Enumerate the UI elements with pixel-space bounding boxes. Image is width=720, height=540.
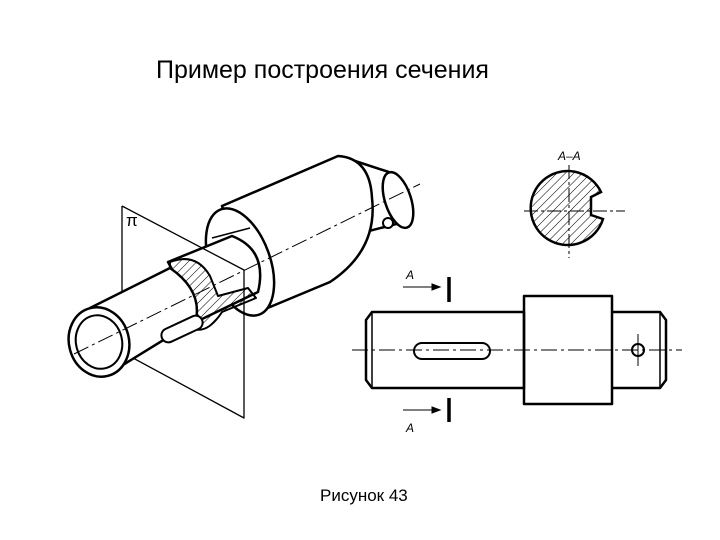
keyway-slot xyxy=(160,314,204,344)
cut-mark-label-bottom: А xyxy=(405,421,414,435)
keyway-slot-front xyxy=(413,342,491,360)
shaft-near-end xyxy=(67,266,204,378)
pin-hole xyxy=(382,217,394,229)
right-shaft xyxy=(612,310,668,390)
isometric-shaft-view xyxy=(67,154,421,419)
cut-mark-label-top: А xyxy=(405,268,414,282)
slide-title: Пример построения сечения xyxy=(156,56,489,84)
axis-centerline xyxy=(73,183,421,355)
section-profile xyxy=(529,169,605,247)
section-label: А–А xyxy=(557,149,581,163)
cut-marks xyxy=(403,277,451,422)
section-view: А–А xyxy=(524,149,625,258)
figure-caption: Рисунок 43 xyxy=(320,486,408,505)
orthographic-view xyxy=(352,294,682,406)
plane-symbol: π xyxy=(126,211,138,230)
